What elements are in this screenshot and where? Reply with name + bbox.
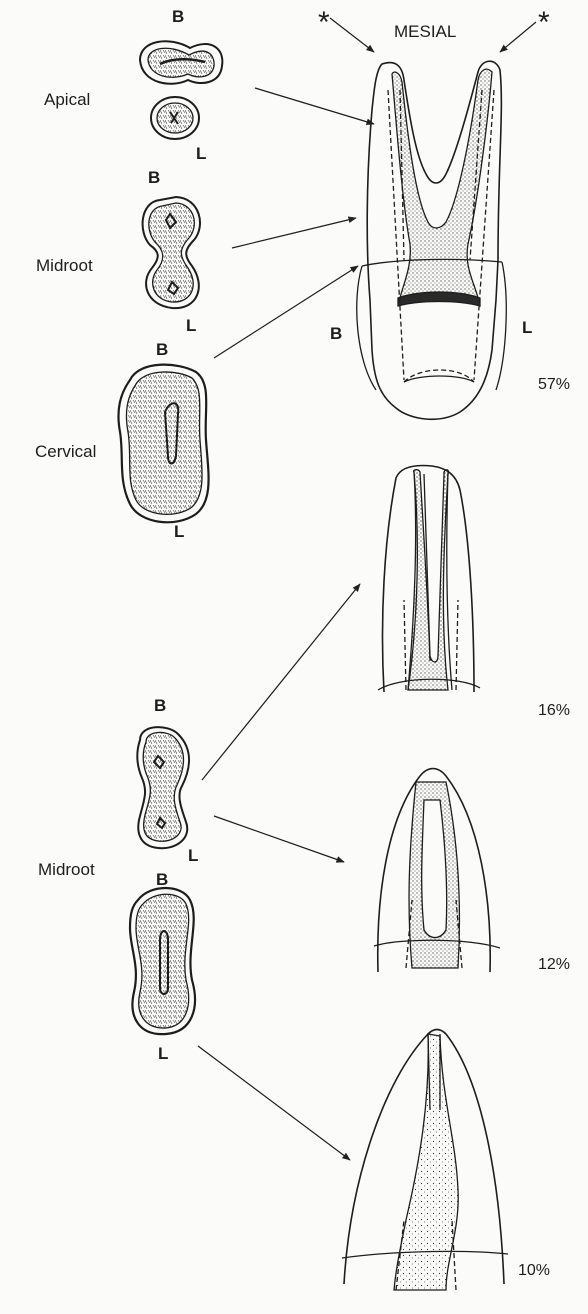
- midroot-label-top: Midroot: [36, 256, 93, 276]
- percentage-16: 16%: [538, 702, 570, 720]
- percentage-12: 12%: [538, 956, 570, 974]
- asterisk-left: *: [318, 6, 330, 40]
- midroot-section-upper: [143, 197, 200, 308]
- mesial-label: MESIAL: [394, 22, 456, 42]
- label-l-midroot-lower-1: L: [188, 846, 198, 866]
- label-b-apical: B: [172, 7, 184, 27]
- percentage-57: 57%: [538, 376, 570, 394]
- label-l-midroot-lower-2: L: [158, 1044, 168, 1064]
- tooth-mesial-view: [357, 61, 507, 419]
- asterisk-right: *: [538, 6, 550, 40]
- midroot-section-lower-1: [137, 727, 189, 848]
- cervical-label: Cervical: [35, 442, 96, 462]
- label-b-midroot-lower-2: B: [156, 870, 168, 890]
- apical-section-lingual: [151, 97, 199, 139]
- tooth-view-12: [374, 769, 500, 973]
- midroot-label-bottom: Midroot: [38, 860, 95, 880]
- percentage-10: 10%: [518, 1262, 550, 1280]
- apical-section-buccal: [140, 41, 222, 83]
- tooth-view-16: [378, 466, 480, 693]
- label-l-apical: L: [196, 144, 206, 164]
- label-l-midroot: L: [186, 316, 196, 336]
- label-b-midroot: B: [148, 168, 160, 188]
- midroot-section-lower-2: [130, 888, 195, 1034]
- label-l-cervical: L: [174, 522, 184, 542]
- cervical-section: [118, 365, 208, 523]
- label-b-midroot-lower-1: B: [154, 696, 166, 716]
- tooth-b-label: B: [330, 324, 342, 344]
- label-b-cervical: B: [156, 340, 168, 360]
- tooth-l-label: L: [522, 318, 532, 338]
- tooth-view-10: [342, 1030, 508, 1291]
- apical-label: Apical: [44, 90, 90, 110]
